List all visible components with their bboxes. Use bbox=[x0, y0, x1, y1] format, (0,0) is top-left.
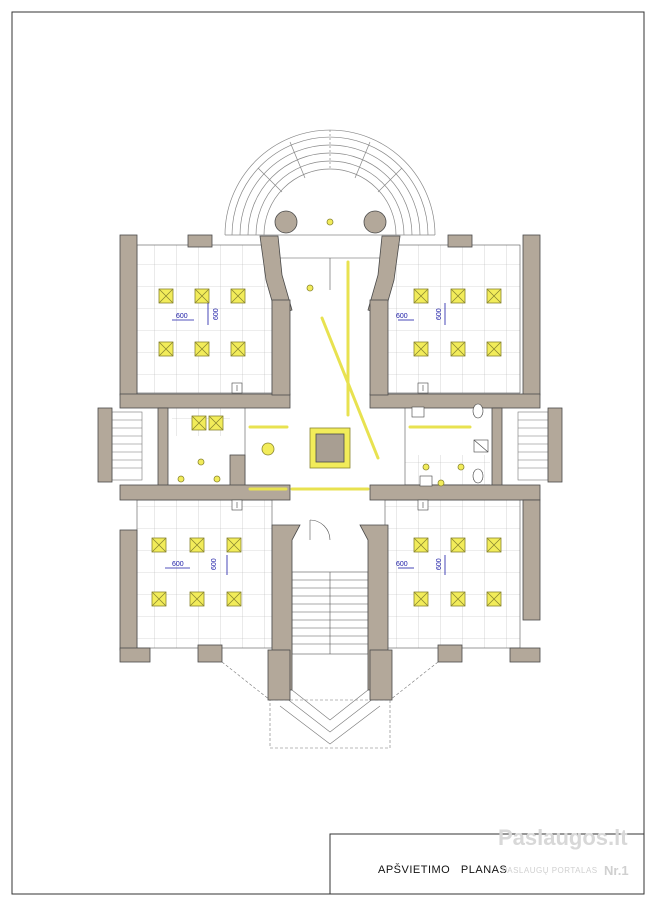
dimension-marks bbox=[165, 303, 446, 575]
room-top-left-ceiling-grid bbox=[137, 245, 272, 393]
watermark: Paslaugos.lt PASLAUGŲ PORTALAS Nr.1 bbox=[498, 825, 629, 878]
central-stairs bbox=[291, 519, 369, 655]
watermark-brand: Paslaugos.lt bbox=[498, 825, 628, 850]
drawing-frame bbox=[11, 11, 645, 895]
dim-label-v-bottom-left: 600 bbox=[211, 558, 218, 570]
plan-title: APŠVIETIMO PLANAS bbox=[378, 863, 507, 876]
room-top-right-ceiling-grid bbox=[385, 245, 520, 393]
light-fixtures bbox=[151, 218, 502, 607]
light-panel-group-top-right bbox=[413, 288, 502, 357]
light-panel-group-bottom-right bbox=[413, 537, 502, 607]
room-bottom-left-ceiling-grid bbox=[137, 500, 272, 648]
dim-label-h-bottom-left: 600 bbox=[172, 561, 184, 568]
watermark-subtitle: PASLAUGŲ PORTALAS bbox=[502, 866, 598, 875]
top-rotunda bbox=[224, 129, 436, 236]
dimension-labels: 600 600 600 600 600 600 600 600 bbox=[172, 308, 443, 570]
light-panel-group-top-left bbox=[158, 288, 246, 357]
title-block: APŠVIETIMO PLANAS bbox=[329, 833, 645, 895]
watermark-number: Nr.1 bbox=[604, 863, 629, 878]
dim-label-v-top-right: 600 bbox=[436, 308, 443, 320]
linear-light-strips bbox=[248, 260, 472, 491]
bottom-porch bbox=[221, 661, 439, 749]
walls bbox=[97, 210, 563, 701]
dim-label-h-top-left: 600 bbox=[176, 313, 188, 320]
dim-label-h-top-right: 600 bbox=[396, 313, 408, 320]
light-panel-group-bottom-left bbox=[151, 537, 242, 607]
dim-label-v-top-left: 600 bbox=[213, 308, 220, 320]
dim-label-v-bottom-right: 600 bbox=[436, 558, 443, 570]
room-bottom-right-ceiling-grid bbox=[385, 500, 520, 648]
sanitary-fixtures bbox=[231, 382, 489, 511]
dim-label-h-bottom-right: 600 bbox=[396, 561, 408, 568]
